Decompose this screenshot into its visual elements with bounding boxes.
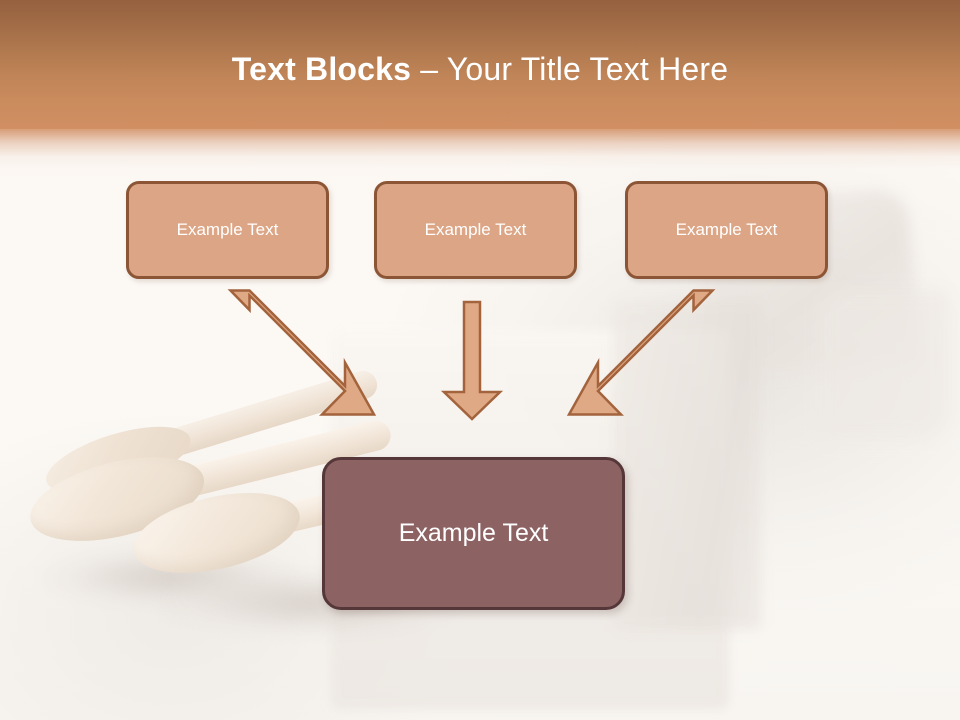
- slide-header-band: [0, 0, 960, 129]
- text-block-1[interactable]: Example Text: [126, 181, 329, 279]
- slide-title-separator: –: [411, 51, 447, 87]
- background-object-corner: [820, 290, 950, 440]
- slide-header-fade: [0, 129, 960, 169]
- result-text-block[interactable]: Example Text: [322, 457, 625, 610]
- text-block-2[interactable]: Example Text: [374, 181, 577, 279]
- slide-title-bold: Text Blocks: [231, 51, 412, 87]
- background-object-panel: [612, 300, 762, 630]
- text-block-1-label: Example Text: [176, 220, 279, 239]
- result-text-block-label: Example Text: [398, 519, 549, 547]
- slide-title: Text Blocks – Your Title Text Here: [0, 49, 960, 89]
- text-block-2-label: Example Text: [424, 220, 527, 239]
- text-block-3-label: Example Text: [675, 220, 778, 239]
- text-block-3[interactable]: Example Text: [625, 181, 828, 279]
- slide-title-light: Your Title Text Here: [446, 51, 729, 87]
